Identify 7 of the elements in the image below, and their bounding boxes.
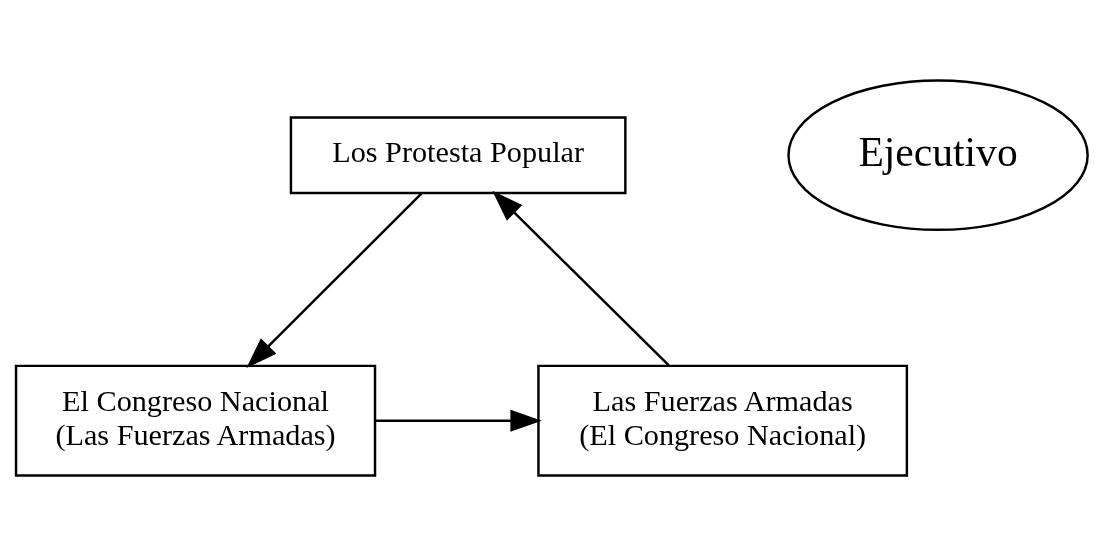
node-box: El Congreso Nacional (Las Fuerzas Armadas)	[14, 364, 377, 477]
node-box: Los Protesta Popular	[289, 116, 627, 195]
node-box: Las Fuerzas Armadas (El Congreso Nacional)	[537, 364, 909, 477]
node-ellipse: Ejecutivo	[787, 79, 1089, 232]
arrow	[246, 192, 423, 369]
arrow	[492, 190, 670, 367]
arrow	[375, 409, 542, 432]
